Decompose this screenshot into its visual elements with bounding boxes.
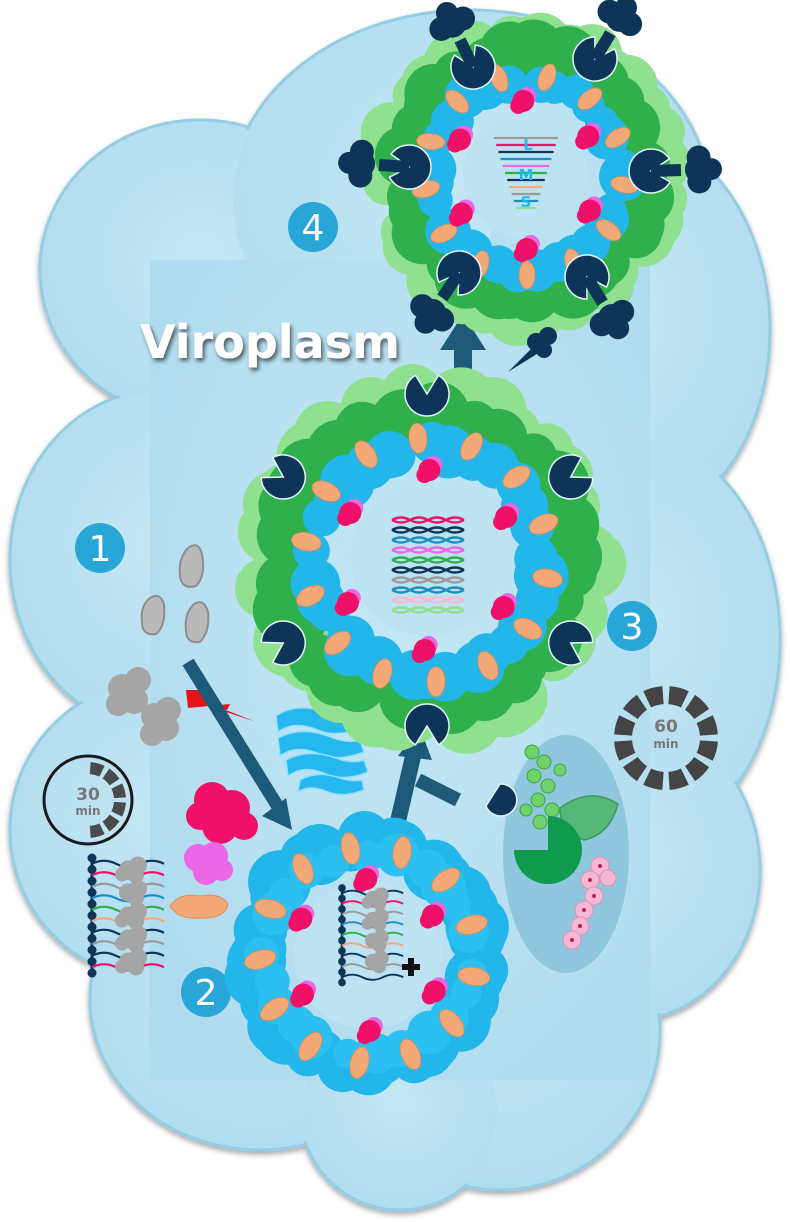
outer-precursors-oval	[501, 733, 631, 975]
timer-60-segments	[614, 686, 718, 790]
segment-label-M: M	[519, 166, 534, 184]
step-badge-2: 2	[181, 967, 231, 1017]
navy-pacman	[485, 783, 518, 817]
gray-seed-2	[140, 595, 166, 636]
gray-seed-1	[178, 544, 205, 588]
segment-label-L: L	[523, 136, 533, 154]
dsrna-genome-step3	[391, 516, 465, 614]
step-label-3: 3	[621, 607, 644, 648]
step1-proteins	[106, 544, 210, 746]
detached-spike	[508, 327, 557, 372]
step2-precursors	[169, 782, 258, 919]
green-wedge	[514, 816, 582, 884]
step-badge-3: 3	[607, 601, 657, 651]
inner-core-step2	[224, 810, 509, 1096]
step-label-2: 2	[195, 973, 218, 1014]
rna-strand-core	[338, 884, 404, 987]
timer-60-value: 60	[654, 717, 678, 737]
step-badge-4: 4	[288, 202, 338, 252]
genome-segments-step4: L M S	[494, 136, 558, 211]
step-label-1: 1	[89, 529, 112, 570]
timer-30-segments	[89, 762, 126, 838]
orange-blob	[169, 894, 229, 919]
pink-blob	[184, 842, 233, 885]
timer-30-unit: min	[75, 804, 100, 818]
arrow-step1-to-2	[182, 658, 292, 830]
rna-strand-left	[87, 853, 165, 978]
timer-60-unit: min	[653, 737, 678, 751]
page-title: Viroplasm	[140, 315, 400, 369]
timer-30-min: 30 min	[42, 754, 134, 846]
segment-label-S: S	[521, 193, 532, 211]
green-chain	[519, 744, 567, 830]
triple-layered-particle-step4	[338, 0, 722, 347]
gray-cluster-2	[140, 697, 181, 746]
gray-seed-3	[184, 601, 210, 644]
timer-60-min: 60 min	[614, 686, 718, 790]
magenta-blob	[186, 782, 258, 844]
step-label-4: 4	[302, 208, 325, 249]
timer-30-value: 30	[76, 785, 100, 805]
step-badge-1: 1	[75, 523, 125, 573]
blue-ribbon-cluster	[275, 707, 369, 796]
black-cross	[402, 958, 420, 976]
double-layered-particle-step3	[235, 364, 627, 754]
gray-cluster-1	[106, 667, 151, 716]
